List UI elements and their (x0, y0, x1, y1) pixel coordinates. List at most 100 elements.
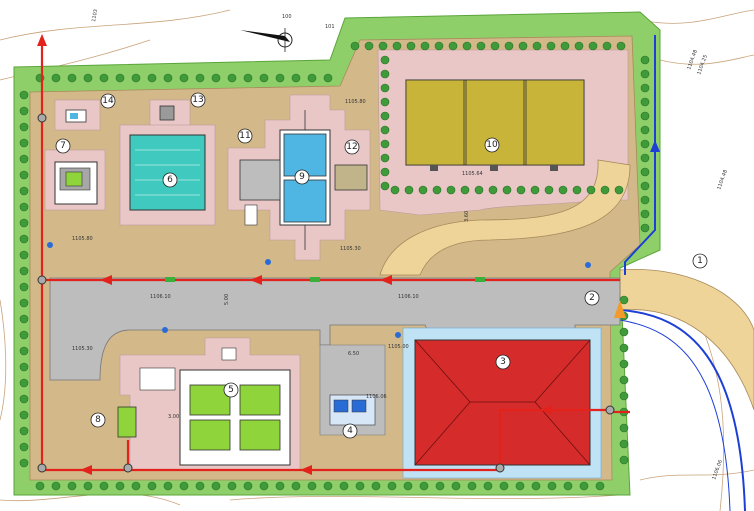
house-3 (414, 339, 591, 466)
tree-icon (574, 41, 584, 51)
marker-2: 2 (584, 290, 600, 306)
tree-icon (515, 481, 525, 491)
tree-icon (640, 69, 650, 79)
tree-icon (259, 73, 269, 83)
tree-icon (404, 185, 414, 195)
svg-text:1: 1 (697, 256, 703, 266)
tree-icon (619, 375, 629, 385)
tree-icon (640, 209, 650, 219)
marker-10: 10 (484, 137, 500, 153)
svg-text:14: 14 (102, 96, 114, 106)
tree-icon (619, 327, 629, 337)
tree-icon (291, 481, 301, 491)
tree-icon (339, 481, 349, 491)
tree-icon (19, 442, 29, 452)
marker-7: 7 (55, 138, 71, 154)
access-ramp (379, 159, 631, 276)
dimension-labels: 3.60 5.00 6.50 3.00 (168, 211, 470, 420)
tree-icon (147, 73, 157, 83)
numbered-markers: 1 2 3 4 5 6 7 8 9 10 11 12 13 14 (55, 92, 708, 439)
tree-icon (588, 41, 598, 51)
tree-icon (640, 153, 650, 163)
tree-icon (163, 73, 173, 83)
tree-icon (115, 481, 125, 491)
tree-icon (380, 125, 390, 135)
structure-13 (159, 105, 175, 121)
tree-icon (163, 481, 173, 491)
tree-icon (619, 295, 629, 305)
svg-text:12: 12 (346, 142, 357, 152)
tree-icon (460, 185, 470, 195)
blue-line (624, 35, 656, 275)
tree-icon (179, 481, 189, 491)
tree-icon (419, 481, 429, 491)
tree-icon (387, 481, 397, 491)
tree-icon (619, 391, 629, 401)
tree-icon (19, 106, 29, 116)
tree-icon (390, 185, 400, 195)
tree-icon (323, 481, 333, 491)
elevation-lower-mid: 1105.00 (388, 344, 409, 350)
tree-icon (195, 73, 205, 83)
tree-icon (380, 55, 390, 65)
tree-icon (502, 185, 512, 195)
tree-icon (19, 426, 29, 436)
top-label-3: 101 (325, 24, 335, 30)
tree-icon (323, 73, 333, 83)
marker-1: 1 (692, 253, 708, 269)
north-arrow-icon (240, 28, 293, 52)
tree-icon (619, 359, 629, 369)
tree-icon (619, 423, 629, 433)
svg-text:4: 4 (347, 426, 353, 436)
tree-icon (259, 481, 269, 491)
tree-icon (640, 125, 650, 135)
elevation-building-10: 1105.64 (462, 171, 483, 177)
tree-icon (227, 481, 237, 491)
tree-icon (403, 481, 413, 491)
tree-icon (67, 73, 77, 83)
tree-icon (355, 481, 365, 491)
tree-icon (19, 234, 29, 244)
tree-icon (380, 69, 390, 79)
tree-icon (307, 73, 317, 83)
svg-text:10: 10 (486, 140, 498, 150)
tree-icon (640, 111, 650, 121)
marker-13: 13 (190, 92, 206, 108)
elevation-road-right: 1106.10 (398, 294, 419, 300)
tree-icon (619, 439, 629, 449)
tree-icon (19, 394, 29, 404)
tree-icon (19, 266, 29, 276)
tree-icon (640, 223, 650, 233)
blue-line-east-inner (619, 319, 731, 511)
tree-icon (544, 185, 554, 195)
tree-icon (211, 481, 221, 491)
marker-8: 8 (90, 412, 106, 428)
tree-icon (516, 185, 526, 195)
tree-icon (432, 185, 442, 195)
tree-icon (595, 481, 605, 491)
tree-icon (640, 167, 650, 177)
tree-icon (83, 73, 93, 83)
tree-icon (291, 73, 301, 83)
tree-icon (195, 481, 205, 491)
elevation-near-9: 1105.80 (345, 99, 366, 105)
tree-icon (19, 202, 29, 212)
building-10 (405, 79, 585, 171)
tree-icon (227, 73, 237, 83)
tree-icon (51, 481, 61, 491)
tree-icon (619, 455, 629, 465)
tree-icon (243, 73, 253, 83)
tree-icon (532, 41, 542, 51)
top-labels: 1103 100 101 (91, 9, 334, 30)
tree-icon (364, 41, 374, 51)
tree-icon (560, 41, 570, 51)
tree-icon (378, 41, 388, 51)
tree-icon (19, 138, 29, 148)
tree-icon (435, 481, 445, 491)
tree-icon (19, 122, 29, 132)
marker-12: 12 (344, 139, 360, 155)
tree-icon (586, 185, 596, 195)
tree-icon (420, 41, 430, 51)
tree-icon (19, 170, 29, 180)
elevation-top-right-b: 1104.25 (696, 54, 709, 75)
